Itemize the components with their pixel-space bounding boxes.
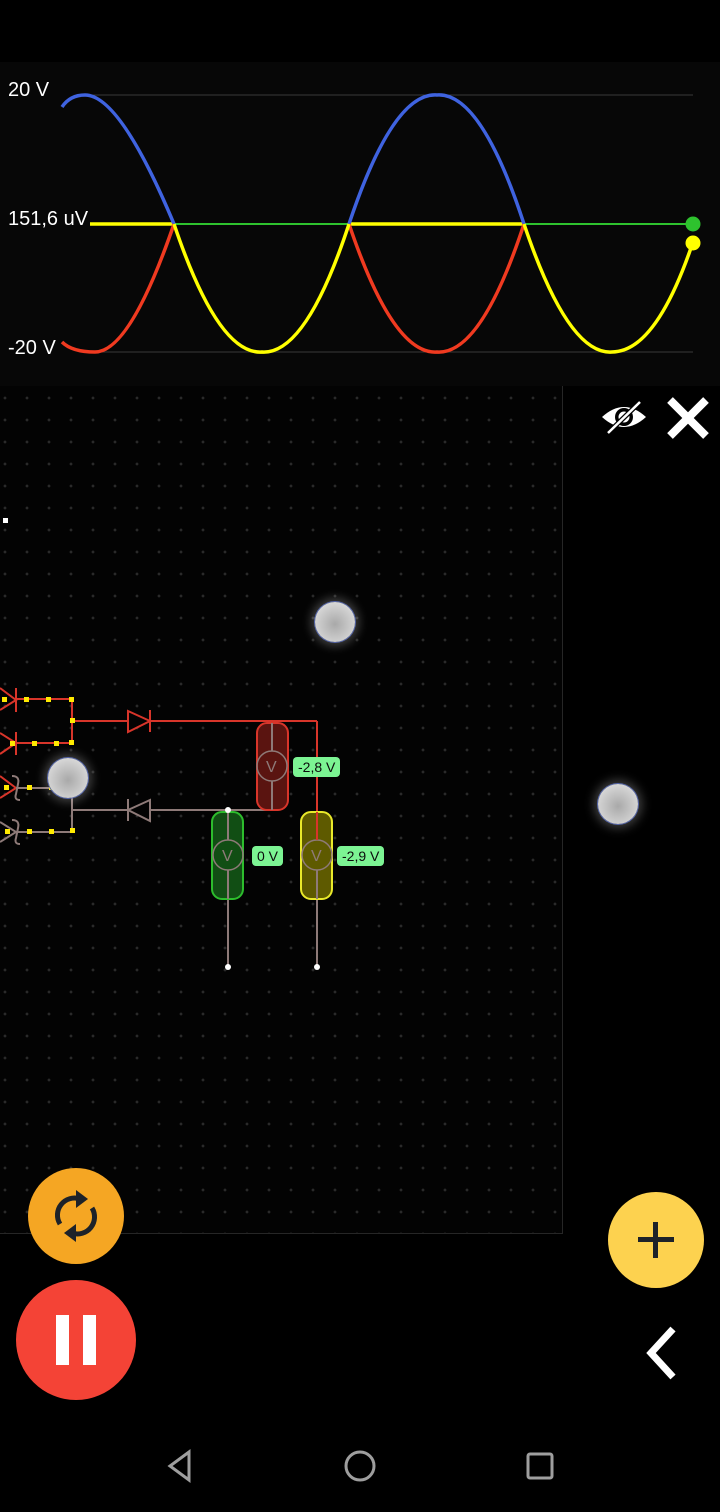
home-icon [344,1450,376,1482]
circuit-diagram: V V V [0,518,333,970]
svg-text:V: V [222,848,233,865]
voltmeter-reading-green: 0 V [252,846,284,866]
voltmeter-symbol: V [266,759,277,776]
recents-icon [526,1452,554,1480]
oscilloscope-panel[interactable]: 20 V 151,6 uV -20 V [0,62,720,386]
nav-recents-button[interactable] [520,1446,560,1486]
close-icon [667,397,709,439]
plus-icon [638,1222,674,1258]
reset-button[interactable] [28,1168,124,1264]
scale-mid-label: 151,6 uV [8,208,89,230]
pause-button[interactable] [16,1280,136,1400]
touch-handle[interactable] [48,758,88,798]
touch-handle[interactable] [315,602,355,642]
circuit-canvas[interactable]: V V V -2,8 V 0 V -2,9 V [0,386,563,1234]
svg-text:V: V [311,848,322,865]
system-navbar [0,1416,720,1512]
green-probe-marker [685,216,701,232]
chevron-left-icon [646,1326,676,1380]
touch-handle[interactable] [598,784,638,824]
scale-max-label: 20 V [8,79,50,101]
eye-off-icon [602,399,646,436]
voltmeter-reading-red: -2,8 V [293,757,341,777]
back-icon [167,1449,191,1483]
nav-back-button[interactable] [160,1446,200,1486]
voltmeter-reading-yellow: -2,9 V [337,846,385,866]
yellow-probe-marker [685,235,701,251]
oscilloscope-graph [60,93,701,354]
nav-home-button[interactable] [340,1446,380,1486]
scale-min-label: -20 V [8,337,56,359]
collapse-panel-button[interactable] [636,1322,686,1384]
close-scope-button[interactable] [662,392,714,444]
hide-scope-button[interactable] [598,394,650,440]
add-component-button[interactable] [608,1192,704,1288]
refresh-icon [54,1190,98,1242]
pause-icon [56,1315,96,1365]
